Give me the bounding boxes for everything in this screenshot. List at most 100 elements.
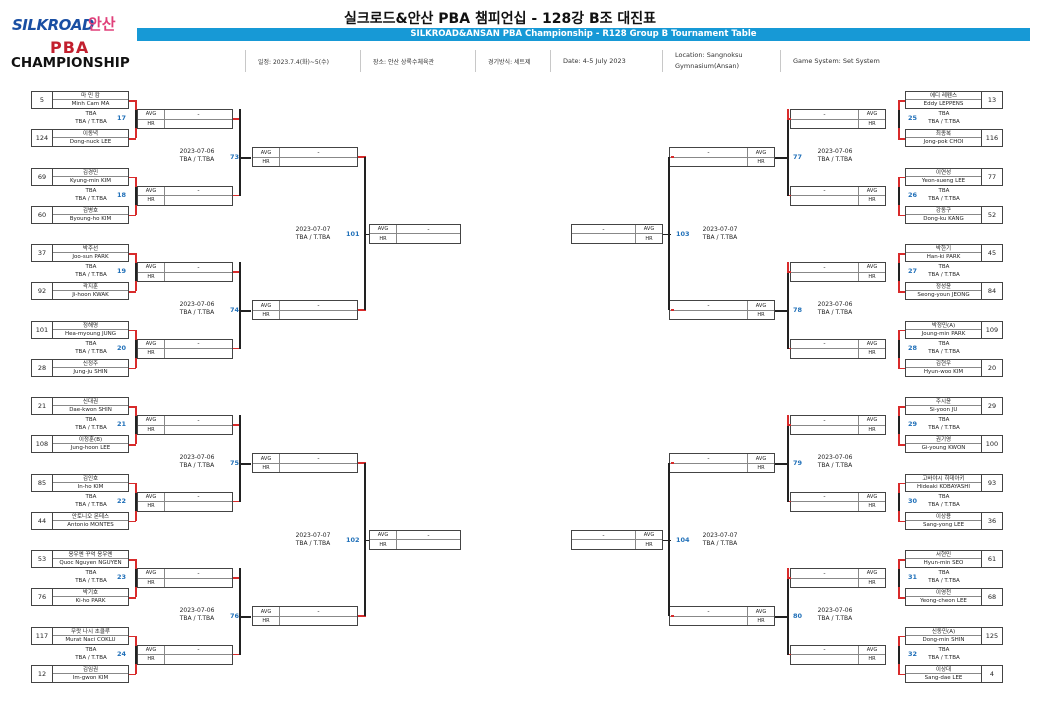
player-name-kr: 서현민 (906, 551, 981, 559)
player-tba-pair: TBA / T.TBA (928, 348, 960, 355)
match-players-tba: TBA / T.TBA (295, 539, 331, 547)
score-row-avg: AVG- (138, 110, 232, 119)
score-row-avg: AVG- (791, 339, 885, 348)
score-label-hr: HR (747, 463, 774, 473)
bracket-line-red (898, 253, 905, 255)
location-en: Location: Sangnoksu Gymnasium(Ansan) (662, 50, 742, 72)
score-row-hr: HR (791, 654, 885, 664)
score-value-avg: - (317, 302, 320, 309)
score-row-hr: HR (791, 195, 885, 205)
score-row-avg: AVG- (791, 110, 885, 119)
score-label-avg: AVG (138, 339, 165, 348)
player-tba: TBA (938, 646, 950, 653)
score-table: AVG-HR (137, 262, 233, 282)
score-row-hr: HR (670, 309, 774, 320)
player-name-kr: 이동녁 (53, 130, 128, 138)
score-label-avg: AVG (370, 530, 397, 540)
score-value-hr (791, 349, 858, 358)
bracket-line-red (898, 559, 900, 569)
score-row-hr: HR (138, 195, 232, 205)
bracket-line-red (898, 663, 900, 674)
match-number: 23 (117, 573, 127, 581)
score-row-hr: HR (253, 309, 357, 320)
score-label-avg: AVG (635, 224, 662, 234)
player-name-en: Eddy LEPPENS (923, 101, 964, 107)
player-seed: 109 (981, 321, 1002, 338)
bracket-line-red (135, 406, 137, 416)
match-number: 103 (676, 229, 690, 238)
score-row-hr: HR (791, 271, 885, 281)
player-tba-pair: TBA / T.TBA (75, 654, 107, 661)
bracket-line-red (129, 559, 136, 561)
player-seed: 93 (981, 474, 1002, 491)
player-seed: 36 (981, 512, 1002, 529)
player-seed: 92 (32, 283, 53, 299)
bracket-line-red (898, 128, 900, 138)
score-value-hr (280, 158, 357, 167)
score-row-hr: HR (572, 233, 662, 243)
score-value-hr (670, 464, 747, 473)
match-number: 74 (230, 306, 240, 315)
bracket-line-red (898, 482, 900, 493)
player-name-kr: 에디 레펜스 (906, 92, 981, 100)
score-value-avg: - (427, 225, 430, 233)
bracket-line-red (898, 214, 905, 216)
score-row-avg: AVG- (138, 263, 232, 272)
bracket-line (135, 186, 137, 205)
page-subtitle-bar: SILKROAD&ANSAN PBA Championship - R128 G… (137, 28, 1030, 41)
match-number: 30 (908, 496, 918, 505)
score-label-hr: HR (635, 540, 662, 549)
bracket-line-red (129, 214, 136, 216)
bracket-line-red (233, 424, 240, 426)
score-label-avg: AVG (858, 186, 885, 195)
score-table: AVG-HR (669, 147, 775, 168)
bracket-line (364, 539, 370, 542)
score-table: AVG-HR (252, 453, 358, 474)
player-name-kr: 정해명 (53, 322, 128, 330)
bracket-line (239, 109, 241, 121)
score-table: AVG-HR (790, 109, 886, 129)
match-date-value: 2023-07-06 (817, 301, 853, 309)
match-number: 27 (908, 267, 918, 275)
player-tba: TBA (938, 187, 950, 194)
bracket-line-red (898, 559, 905, 561)
score-value-avg: - (823, 187, 826, 195)
player-name-kr: 김임권 (53, 666, 128, 674)
player-tba: TBA (85, 417, 97, 423)
bracket-line (135, 416, 137, 434)
